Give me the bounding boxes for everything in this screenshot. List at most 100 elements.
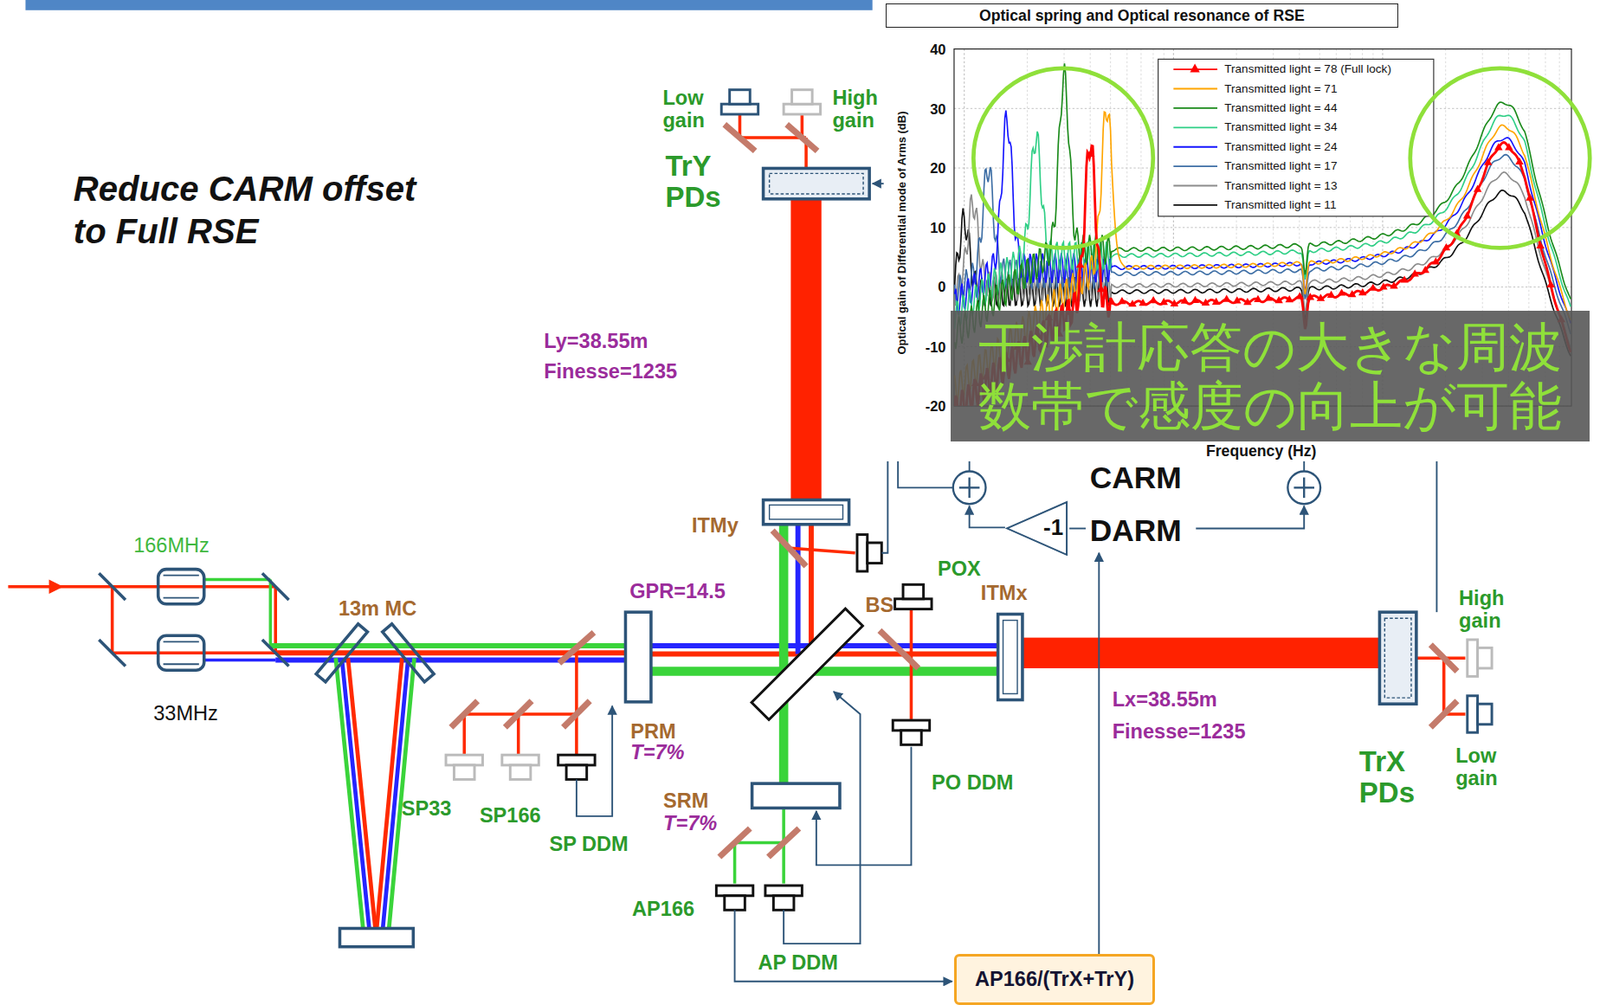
signal-wire [735,909,953,982]
optic-component [158,635,205,671]
data-marker [1253,295,1262,303]
photodetector [558,754,595,766]
optic-component [1003,620,1019,695]
optic-component [163,640,200,643]
legend-box [1158,58,1434,216]
laser-beam [790,199,821,501]
signal-wire [969,506,1006,529]
photodetector [558,754,595,780]
laser-beam [779,524,789,784]
chart-title-box: Optical spring and Optical resonance of … [885,3,1399,28]
detector-label: Low gain [1455,746,1497,792]
caption-band: 干渉計応答の大きな周波 数帯で感度の向上が可能 [950,310,1590,442]
photodetector [502,754,539,780]
component-name: BS [865,594,895,618]
sum-junction [1287,470,1321,504]
photodetector [901,730,923,746]
data-marker [1274,296,1283,304]
legend-entry: Transmitted light = 11 [1224,198,1336,212]
pickoff-mirror [451,701,478,729]
laser-beam [382,658,408,931]
optic-component [1384,618,1412,698]
pickoff-mirror [563,701,591,729]
caption-text: 干渉計応答の大きな周波 数帯で感度の向上が可能 [970,317,1571,435]
pickoff-mirror [787,124,818,152]
data-marker [1400,275,1408,283]
photodetector [792,90,813,104]
signal-wire [1097,553,1100,955]
detector-label: SP166 [479,805,542,828]
laser-beam [787,548,856,554]
data-marker [1306,292,1315,300]
laser-beam [273,587,278,654]
pickoff-mirror [504,701,532,729]
laser-beam [49,579,64,594]
photodetector [1467,639,1478,677]
legend-entry: Transmitted light = 24 [1224,140,1337,154]
component-name: SRM [663,790,709,813]
detector-label: T=7% [630,741,684,765]
data-marker [1107,296,1116,304]
detector-label: AP DDM [757,952,839,975]
optic-component [98,639,126,667]
laser-beam [204,658,276,663]
photodetector [445,754,483,766]
parameter-value: Ly=38.55m [543,330,648,354]
signal-name: CARM [1090,460,1182,495]
photodetector [721,90,758,115]
laser-beam [204,578,271,582]
detector-label: PO DDM [931,772,1013,795]
sum-junction [953,470,987,504]
data-marker [1138,298,1147,306]
photodetector [1467,696,1478,733]
signal-wire [1435,461,1438,613]
photodetector [724,896,746,911]
data-marker [1170,299,1179,307]
legend-sample [1173,146,1218,149]
triangle-outline [1006,502,1067,555]
photodetector [857,535,882,572]
data-marker [1160,297,1168,305]
laser-beam [388,658,414,931]
component-name: PRM [630,721,676,744]
optic-component [262,639,290,667]
data-marker [1327,290,1336,298]
legend-sample [1173,165,1218,168]
laser-beam [348,658,376,931]
axis-tick: 40 [929,40,946,57]
laser-beam [735,841,785,846]
photodetector [867,542,883,564]
data-marker [1473,185,1482,193]
legend-sample [1173,88,1218,91]
data-marker [1222,295,1231,303]
optic-component [769,173,864,194]
response-curve [954,110,1572,324]
chart-panel [885,28,1593,462]
laser-beam [335,658,364,931]
photodetector [1477,647,1493,669]
data-marker [1483,158,1492,166]
photodetector [502,754,539,766]
optic-component [625,612,651,703]
title-bar [25,0,872,11]
legend-sample [1189,64,1200,73]
signal-wire [968,461,971,472]
photodetector [783,103,820,115]
photodetector [892,720,930,745]
detector-label: POX [937,558,981,581]
data-marker [1358,288,1367,296]
axis-tick: 10 [929,219,946,236]
legend-entry: Transmitted light = 17 [1224,160,1337,174]
laser-beam [112,585,277,589]
parameter-value: Lx=38.55m [1112,689,1218,712]
optic-component [316,624,368,683]
parameter-value: Finesse=1235 [1112,721,1246,744]
data-marker [1442,243,1451,251]
parameter-value: GPR=14.5 [629,580,726,604]
photodetector [445,754,483,780]
photodetector [783,90,820,115]
optical-layout [7,0,1592,982]
sum-junction [1303,477,1305,499]
photodetector [895,584,932,609]
